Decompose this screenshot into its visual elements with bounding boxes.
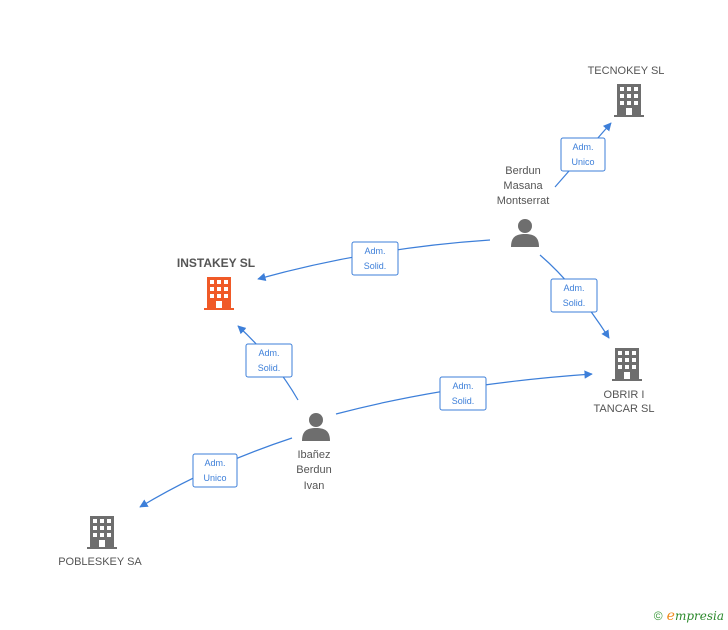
edge-label-line2: Unico	[203, 473, 226, 483]
node-label-line2: Masana	[503, 180, 543, 192]
edge-label-line2: Solid.	[364, 261, 387, 271]
node-label-line1: Ibañez	[297, 449, 330, 461]
edge-label-line2: Solid.	[563, 298, 586, 308]
edge-ibanez-instakey[interactable]: Adm. Solid.	[237, 325, 299, 401]
edge-label-line2: Unico	[571, 157, 594, 167]
edge-label-line1: Adm.	[452, 381, 473, 391]
edge-label-line2: Solid.	[452, 396, 475, 406]
building-icon	[612, 348, 642, 381]
copyright-symbol: ©	[653, 609, 663, 623]
node-label: INSTAKEY SL	[177, 256, 255, 270]
footer-brand: ©empresia	[654, 608, 724, 624]
node-label-line1: Berdun	[505, 165, 540, 177]
node-label-line3: Montserrat	[497, 195, 550, 207]
building-icon	[87, 516, 117, 549]
node-label: POBLESKEY SA	[58, 556, 142, 568]
edge-label-line1: Adm.	[572, 142, 593, 152]
empresia-logo: empresia	[666, 608, 724, 624]
person-icon	[511, 219, 539, 247]
edge-berdun-tecnokey[interactable]: Adm. Unico	[554, 122, 612, 188]
brand-initial: e	[666, 608, 675, 624]
person-icon	[302, 413, 330, 441]
edge-ibanez-poblekey[interactable]: Adm. Unico	[139, 437, 293, 508]
node-label-line3: Ivan	[304, 480, 325, 492]
edge-ibanez-obrir[interactable]: Adm. Solid.	[335, 370, 593, 415]
node-tecnokey[interactable]: TECNOKEY SL	[588, 65, 665, 117]
brand-rest: mpresia	[674, 609, 724, 623]
node-label-line1: OBRIR I	[604, 389, 645, 401]
edge-berdun-obrir[interactable]: Adm. Solid.	[539, 254, 610, 339]
building-icon	[614, 84, 644, 117]
node-poblekey[interactable]: POBLESKEY SA	[58, 516, 142, 568]
node-label-line2: TANCAR SL	[594, 403, 655, 415]
edge-berdun-instakey[interactable]: Adm. Solid.	[257, 239, 491, 282]
edge-label-line1: Adm.	[204, 458, 225, 468]
edge-label-line2: Solid.	[258, 363, 281, 373]
node-berdun[interactable]: Berdun Masana Montserrat	[497, 165, 550, 247]
node-label: TECNOKEY SL	[588, 65, 665, 77]
edge-label-line1: Adm.	[364, 246, 385, 256]
edge-label-line1: Adm.	[258, 348, 279, 358]
node-instakey[interactable]: INSTAKEY SL	[177, 256, 255, 310]
node-ibanez[interactable]: Ibañez Berdun Ivan	[296, 413, 332, 492]
node-obrir[interactable]: OBRIR I TANCAR SL	[594, 348, 655, 415]
edge-label-line1: Adm.	[563, 283, 584, 293]
building-icon	[204, 277, 234, 310]
node-label-line2: Berdun	[296, 464, 331, 476]
